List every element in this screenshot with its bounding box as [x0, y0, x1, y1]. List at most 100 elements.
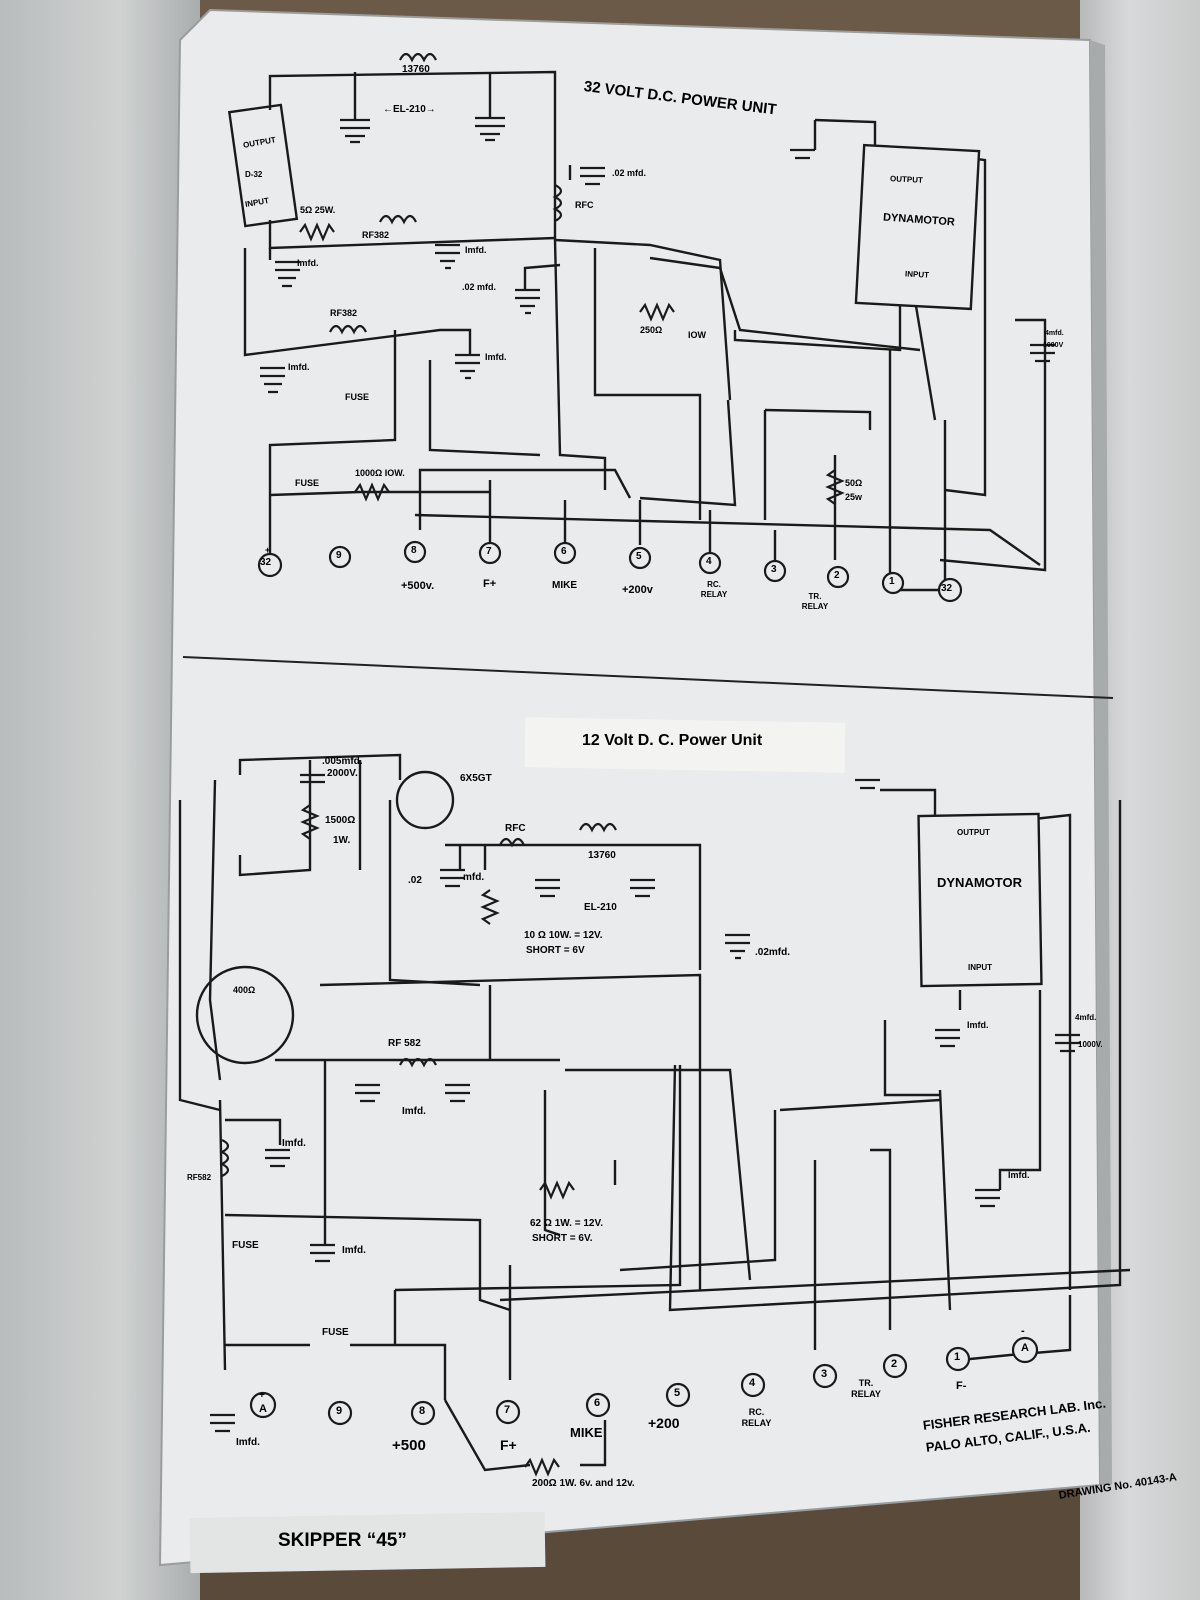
top-term-6-num: 5	[636, 551, 642, 562]
top-dyn-output: OUTPUT	[889, 174, 924, 185]
bot-res10: 10 Ω 10W. = 12V.	[524, 930, 603, 941]
top-term-5-num: 6	[561, 546, 567, 557]
bot-tube-label: 6X5GT	[460, 773, 492, 784]
bot-cap4: 4mfd.	[1075, 1013, 1097, 1022]
bot-res1500: 1500Ω	[325, 815, 356, 826]
top-cap02b-label: .02 mfd.	[462, 282, 497, 292]
bot-term-10-num: 1	[954, 1351, 961, 1363]
bot-fuse-b: FUSE	[322, 1327, 349, 1338]
top-term-10-num: 1	[889, 576, 895, 587]
top-el-label: ←EL-210→	[383, 104, 436, 115]
top-term-3-label: +500v.	[401, 580, 435, 592]
bot-res62s: SHORT = 6V.	[532, 1233, 593, 1244]
top-cap02-label: .02 mfd.	[612, 168, 647, 178]
top-choke-label: 13760	[402, 64, 430, 75]
bot-term-7-num: 4	[749, 1377, 756, 1389]
top-term-7-num: 4	[706, 556, 712, 567]
bot-imfd-a: Imfd.	[402, 1106, 426, 1117]
bot-term-11-num: A	[1021, 1342, 1029, 1354]
top-rf382a-label: RF382	[362, 230, 390, 240]
top-term-1-sign: +	[265, 545, 271, 555]
top-res250: 250Ω	[640, 325, 663, 335]
bot-pot: 400Ω	[233, 985, 256, 995]
resistors	[299, 222, 845, 1477]
bot-rfc: RFC	[505, 823, 526, 834]
bot-term-9-num: 2	[891, 1358, 898, 1370]
bot-res10s: SHORT = 6V	[526, 945, 585, 956]
bot-term-6-label: +200	[648, 1415, 680, 1431]
top-fuse-a: FUSE	[345, 392, 370, 402]
bot-dyn-output: OUTPUT	[957, 828, 990, 837]
bot-cap4v: 1000V.	[1078, 1040, 1103, 1049]
bot-res62: 62 Ω 1W. = 12V.	[530, 1218, 603, 1229]
top-fuse-b: FUSE	[295, 478, 320, 488]
bot-choke: 13760	[588, 850, 616, 861]
bot-term-4-label: F+	[500, 1437, 517, 1453]
top-term-9-num: 2	[834, 570, 840, 581]
inductors	[219, 52, 617, 1177]
capacitors	[210, 116, 1080, 1433]
top-res5-label: 5Ω 25W.	[300, 205, 336, 215]
bot-term-7-label: RC. RELAY	[741, 1407, 772, 1428]
top-rf382b: RF382	[330, 308, 358, 318]
bot-cap02u: mfd.	[463, 872, 485, 883]
pot-400	[195, 965, 295, 1065]
top-imfd-c: Imfd.	[288, 362, 310, 372]
top-term-4-label: F+	[483, 578, 497, 590]
bot-imfd-b: Imfd.	[282, 1138, 306, 1149]
bot-term-5-label: MIKE	[570, 1425, 603, 1440]
bot-dyn-name: DYNAMOTOR	[937, 875, 1022, 890]
bot-term-9-label: TR. RELAY	[851, 1378, 881, 1399]
top-term-2-num: 9	[336, 550, 342, 561]
bot-res200: 200Ω 1W. 6v. and 12v.	[532, 1478, 635, 1489]
top-res250w: IOW	[688, 330, 706, 340]
bot-cap005v: 2000V.	[327, 768, 358, 779]
bot-term-3-label: +500	[392, 1437, 426, 1454]
top-cap4: 4mfd.	[1045, 330, 1064, 337]
top-term-7-label: RC. RELAY	[700, 580, 728, 599]
top-imfd-a: Imfd.	[297, 258, 319, 268]
top-res50: 50Ω	[845, 478, 863, 488]
top-term-6-label: +200v	[622, 584, 653, 596]
divider-line	[182, 656, 1114, 699]
bot-term-10-label: F-	[956, 1380, 967, 1392]
top-imfd-d: Imfd.	[485, 352, 507, 362]
bot-term-6-num: 5	[674, 1387, 681, 1399]
bot-term-1-num: A	[259, 1403, 267, 1415]
top-terminals	[257, 540, 963, 603]
bot-term-2-num: 9	[336, 1405, 343, 1417]
top-wiring	[178, 70, 1131, 1472]
bot-term-4-num: 7	[504, 1404, 511, 1416]
bot-term-11-sign: -	[1021, 1325, 1025, 1337]
top-term-3-num: 8	[411, 545, 417, 556]
top-term-8-num: 3	[771, 564, 777, 575]
paper-shadow	[1090, 40, 1112, 1485]
bot-term-3-num: 8	[419, 1405, 426, 1417]
bot-fuse-a: FUSE	[232, 1240, 259, 1251]
bot-imfd-e: Imfd.	[1008, 1170, 1030, 1180]
bot-el: EL-210	[584, 902, 617, 913]
top-cap4v: 1000V	[1043, 342, 1064, 349]
bottom-title-tape	[524, 717, 846, 773]
bot-res1500w: 1W.	[333, 835, 351, 846]
top-dynamotor-box	[854, 143, 981, 311]
bot-dyn-input: INPUT	[968, 963, 992, 972]
bot-imfd-c: Imfd.	[342, 1245, 366, 1256]
top-rfc-label: RFC	[575, 200, 594, 210]
bot-term-1-sign: +	[259, 1390, 265, 1401]
top-term-11-num: 32	[941, 583, 953, 594]
top-term-1-num: 32	[260, 557, 272, 568]
top-d32-label: D-32	[245, 170, 263, 179]
bottom-terminals	[249, 1336, 1039, 1426]
top-term-9-label: TR. RELAY	[801, 592, 829, 611]
bot-imfd-f: Imfd.	[236, 1437, 260, 1448]
top-res1000: 1000Ω IOW.	[355, 468, 405, 478]
top-dyn-input: INPUT	[904, 269, 930, 280]
top-res50w: 25w	[845, 492, 863, 502]
top-term-4-num: 7	[486, 546, 492, 557]
tube-6x5gt	[395, 770, 455, 830]
bot-cap02: .02	[408, 875, 422, 886]
bot-rf582: RF 582	[388, 1038, 421, 1049]
footer-title: SKIPPER “45”	[278, 1530, 407, 1551]
